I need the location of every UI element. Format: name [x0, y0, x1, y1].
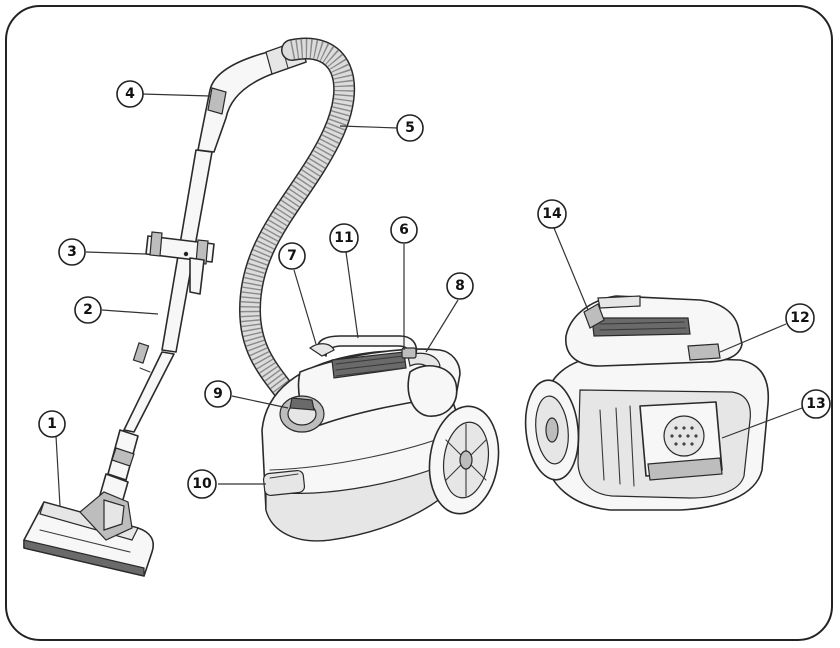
- callout-label: 10: [192, 476, 212, 492]
- callout-label: 11: [334, 230, 353, 246]
- tube-clip: [145, 231, 215, 295]
- callout-1: 1: [38, 410, 66, 438]
- callout-13: 13: [801, 389, 831, 419]
- callout-label: 13: [806, 396, 825, 412]
- callout-8: 8: [446, 272, 474, 300]
- flexible-hose: [239, 37, 356, 419]
- filter-mesh: [670, 426, 698, 446]
- callout-6: 6: [390, 216, 418, 244]
- rear-wheel: [428, 405, 500, 515]
- callout-label: 6: [399, 222, 409, 238]
- callout-label: 1: [47, 416, 57, 432]
- callout-9: 9: [204, 380, 232, 408]
- floor-nozzle: [23, 491, 154, 577]
- callout-label: 5: [405, 120, 415, 136]
- callout-label: 7: [287, 248, 297, 264]
- callout-7: 7: [278, 242, 306, 270]
- callout-3: 3: [58, 238, 86, 266]
- callout-label: 9: [213, 386, 223, 402]
- callout-label: 14: [542, 206, 562, 222]
- open-body-wheel: [524, 379, 580, 481]
- callout-11: 11: [329, 223, 359, 253]
- main-vacuum-body: [261, 335, 500, 542]
- callout-label: 2: [83, 302, 93, 318]
- callout-5: 5: [396, 114, 424, 142]
- leader-lines: [55, 93, 803, 507]
- callout-label: 4: [125, 86, 135, 102]
- callout-12: 12: [785, 303, 815, 333]
- callout-14: 14: [537, 199, 567, 229]
- callout-4: 4: [116, 80, 144, 108]
- callout-label: 8: [455, 278, 465, 294]
- callout-2: 2: [74, 296, 102, 324]
- callout-label: 3: [67, 244, 77, 260]
- callout-label: 12: [790, 310, 809, 326]
- callout-10: 10: [187, 469, 217, 499]
- open-vacuum-body: [524, 295, 770, 511]
